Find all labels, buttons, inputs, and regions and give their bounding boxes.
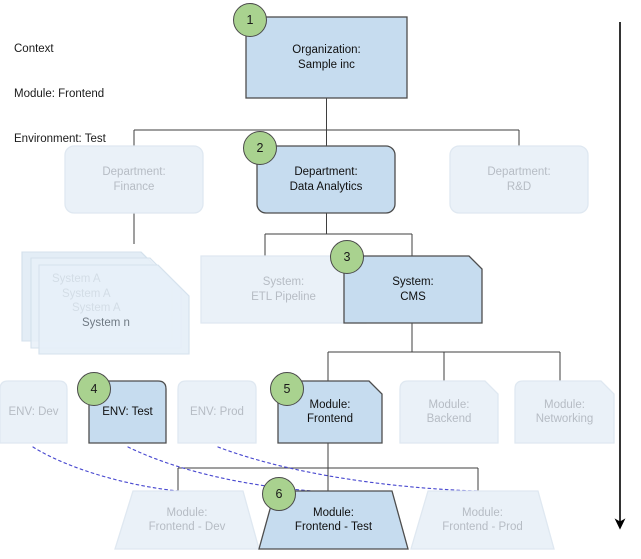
badge-step-3[interactable]: 3 bbox=[330, 240, 364, 274]
context-line-0: Context bbox=[14, 43, 54, 55]
edge-env-prod-to-frontend-prod bbox=[217, 446, 479, 492]
node-dept-data-analytics[interactable] bbox=[256, 145, 396, 214]
node-dept-finance[interactable] bbox=[64, 145, 204, 214]
context-line-1: Module: Frontend bbox=[14, 88, 105, 100]
node-env-dev[interactable] bbox=[0, 380, 68, 444]
node-module-frontend-dev[interactable] bbox=[114, 490, 260, 550]
node-dept-rd[interactable] bbox=[449, 145, 589, 214]
badge-step-5[interactable]: 5 bbox=[270, 372, 304, 406]
context-line-2: Environment: Test bbox=[14, 133, 106, 145]
badge-step-6-label: 6 bbox=[275, 487, 283, 501]
badge-step-1[interactable]: 1 bbox=[233, 3, 267, 37]
badge-step-6[interactable]: 6 bbox=[262, 477, 296, 511]
badge-step-3-label: 3 bbox=[343, 250, 351, 264]
node-module-backend[interactable] bbox=[399, 380, 499, 444]
node-system-stack-layer-4[interactable] bbox=[38, 264, 190, 355]
badge-step-4-label: 4 bbox=[90, 382, 98, 396]
badge-step-2[interactable]: 2 bbox=[243, 131, 277, 165]
badge-step-5-label: 5 bbox=[283, 382, 291, 396]
node-module-frontend-prod[interactable] bbox=[410, 490, 555, 550]
edge-env-dev-to-frontend-dev bbox=[32, 446, 179, 492]
node-env-prod[interactable] bbox=[177, 380, 257, 444]
badge-step-1-label: 1 bbox=[246, 13, 254, 27]
badge-step-4[interactable]: 4 bbox=[77, 372, 111, 406]
node-module-networking[interactable] bbox=[514, 380, 615, 444]
badge-step-2-label: 2 bbox=[256, 141, 264, 155]
edge-env-test-to-frontend-test bbox=[127, 446, 329, 493]
node-org[interactable] bbox=[245, 16, 408, 99]
node-module-frontend-test[interactable] bbox=[258, 490, 409, 550]
node-system-cms[interactable] bbox=[343, 255, 483, 324]
context-legend: Context Module: Frontend Environment: Te… bbox=[14, 12, 106, 177]
